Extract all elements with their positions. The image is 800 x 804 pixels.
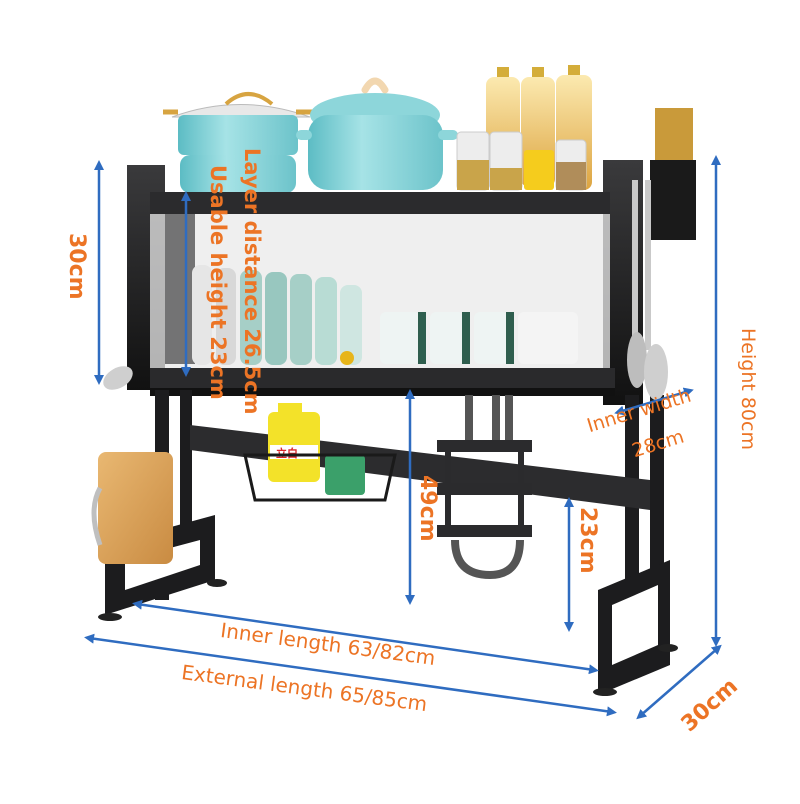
basket-with-detergent: 立白: [243, 403, 397, 502]
hanging-utensils: [103, 180, 668, 400]
spice-jars: [456, 131, 587, 191]
knife-holder: [437, 395, 532, 580]
chopstick-holder: [650, 108, 696, 240]
left-height-label: 30cm: [64, 233, 89, 300]
usable-height-label: Usable height 23cm: [206, 165, 230, 400]
dimension-arrows: [84, 155, 722, 720]
external-length-arrow: [84, 633, 617, 717]
cutting-board: [91, 452, 173, 564]
casserole-pot: [296, 77, 458, 190]
drawer-knob: [340, 351, 354, 365]
side-clearance-label: 23cm: [575, 507, 600, 574]
detergent-label: 立白: [276, 446, 298, 460]
layer-distance-label: Layer distance 26.5cm: [240, 148, 264, 415]
bowls: [380, 312, 578, 364]
plates: [192, 265, 362, 365]
under-height-label: 49cm: [415, 475, 440, 542]
total-height-label: Height 80cm: [737, 328, 759, 450]
depth-arrow: [636, 644, 722, 720]
inner-width-arrow: [614, 387, 694, 416]
